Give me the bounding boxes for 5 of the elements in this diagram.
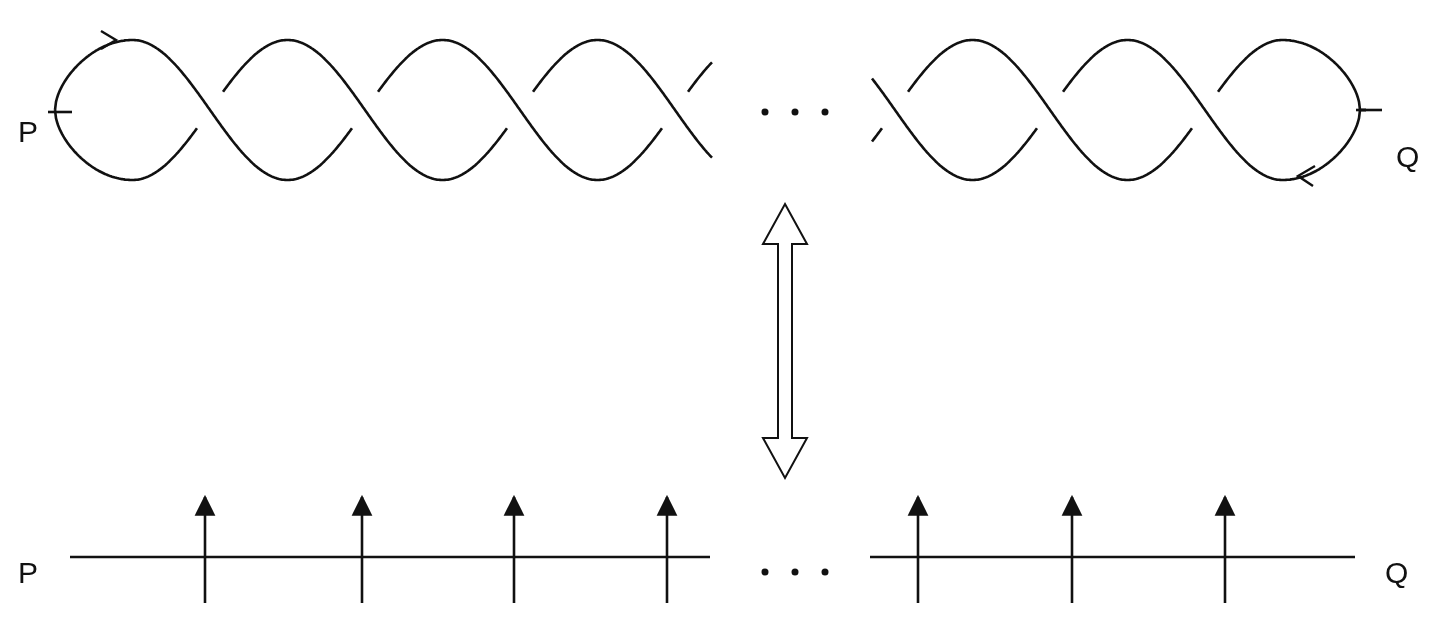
end-label: P bbox=[18, 558, 38, 588]
end-label: Q bbox=[1385, 558, 1409, 588]
end-label: Q bbox=[1396, 142, 1420, 172]
double-arrow bbox=[761, 201, 809, 481]
end-label: P bbox=[18, 117, 38, 147]
